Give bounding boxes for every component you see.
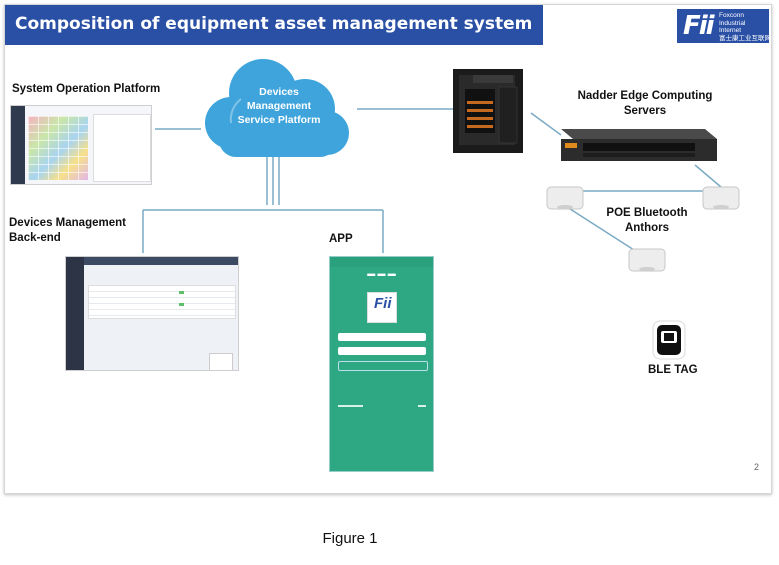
system-platform-label: System Operation Platform (12, 83, 161, 95)
app-label: APP (329, 233, 353, 245)
server-tower-icon (453, 69, 523, 153)
anchors-label-line: POE Bluetooth (606, 207, 688, 219)
anchors-label: POE Bluetooth Anthors (597, 206, 697, 236)
screenshot-table (88, 285, 236, 319)
figure-caption: Figure 1 (322, 530, 378, 547)
connection-diagram (142, 59, 740, 360)
system-platform-screenshot (10, 105, 152, 185)
screenshot-sidebar (11, 106, 25, 184)
logo-line: 富士康工业互联网 (719, 34, 771, 42)
screenshot-status-tag (179, 291, 184, 294)
screenshot-header (84, 257, 238, 265)
connector-line (530, 112, 562, 136)
network-switch-icon (561, 129, 717, 161)
cloud-label-line: Devices (259, 86, 299, 98)
logo-line: Foxconn (719, 12, 744, 19)
screenshot-floor-map (28, 116, 88, 180)
backend-label-line: Back-end (9, 232, 61, 244)
phone-username-field (338, 333, 426, 341)
backend-label-line: Devices Management (9, 217, 126, 229)
edge-label-line: Nadder Edge Computing (577, 90, 713, 102)
app-screenshot: ▬ ▬ ▬ Fii (329, 256, 434, 472)
edge-servers-label: Nadder Edge Computing Servers (570, 89, 720, 119)
phone-title-placeholder: ▬ ▬ ▬ (367, 269, 396, 278)
anchors-label-line: Anthors (624, 222, 670, 234)
foxconn-logo: Fii Foxconn Industrial Internet 富士康工业互联网 (677, 9, 771, 43)
app-logo-mark: Fii (374, 295, 392, 312)
logo-text: Foxconn Industrial Internet 富士康工业互联网 (719, 12, 771, 42)
screenshot-sidebar (66, 257, 84, 370)
backend-label: Devices Management Back-end (9, 216, 126, 246)
fii-logo-mark: Fii (683, 11, 715, 41)
screenshot-status-tag (179, 303, 184, 306)
title-bar: Composition of equipment asset managemen… (5, 5, 543, 45)
ble-tag-icon (652, 320, 686, 360)
cloud-label-line: Management (246, 100, 312, 112)
cloud-platform-label: Devices Management Service Platform (219, 85, 339, 127)
phone-footer-text (418, 405, 426, 407)
app-logo: Fii (367, 292, 397, 323)
phone-password-field (338, 347, 426, 355)
slide-title: Composition of equipment asset managemen… (15, 14, 533, 34)
ble-tag-label: BLE TAG (648, 364, 698, 376)
screenshot-detail-panel (93, 114, 151, 182)
cloud-icon (205, 59, 349, 157)
page-number: 2 (754, 462, 760, 472)
phone-footer-text (338, 405, 363, 407)
slide: Composition of equipment asset managemen… (4, 4, 772, 494)
poe-anchor-icon (546, 186, 584, 210)
connector-line (694, 164, 722, 188)
logo-line: Industrial (719, 19, 746, 27)
edge-label-line: Servers (623, 105, 667, 117)
poe-anchor-icon (702, 186, 740, 210)
phone-status-bar (330, 257, 433, 267)
phone-login-button (338, 361, 428, 371)
cloud-label-line: Service Platform (237, 114, 321, 126)
logo-line: Internet (719, 27, 742, 34)
backend-screenshot (65, 256, 239, 371)
screenshot-popup (209, 353, 233, 370)
poe-anchor-icon (628, 248, 666, 272)
